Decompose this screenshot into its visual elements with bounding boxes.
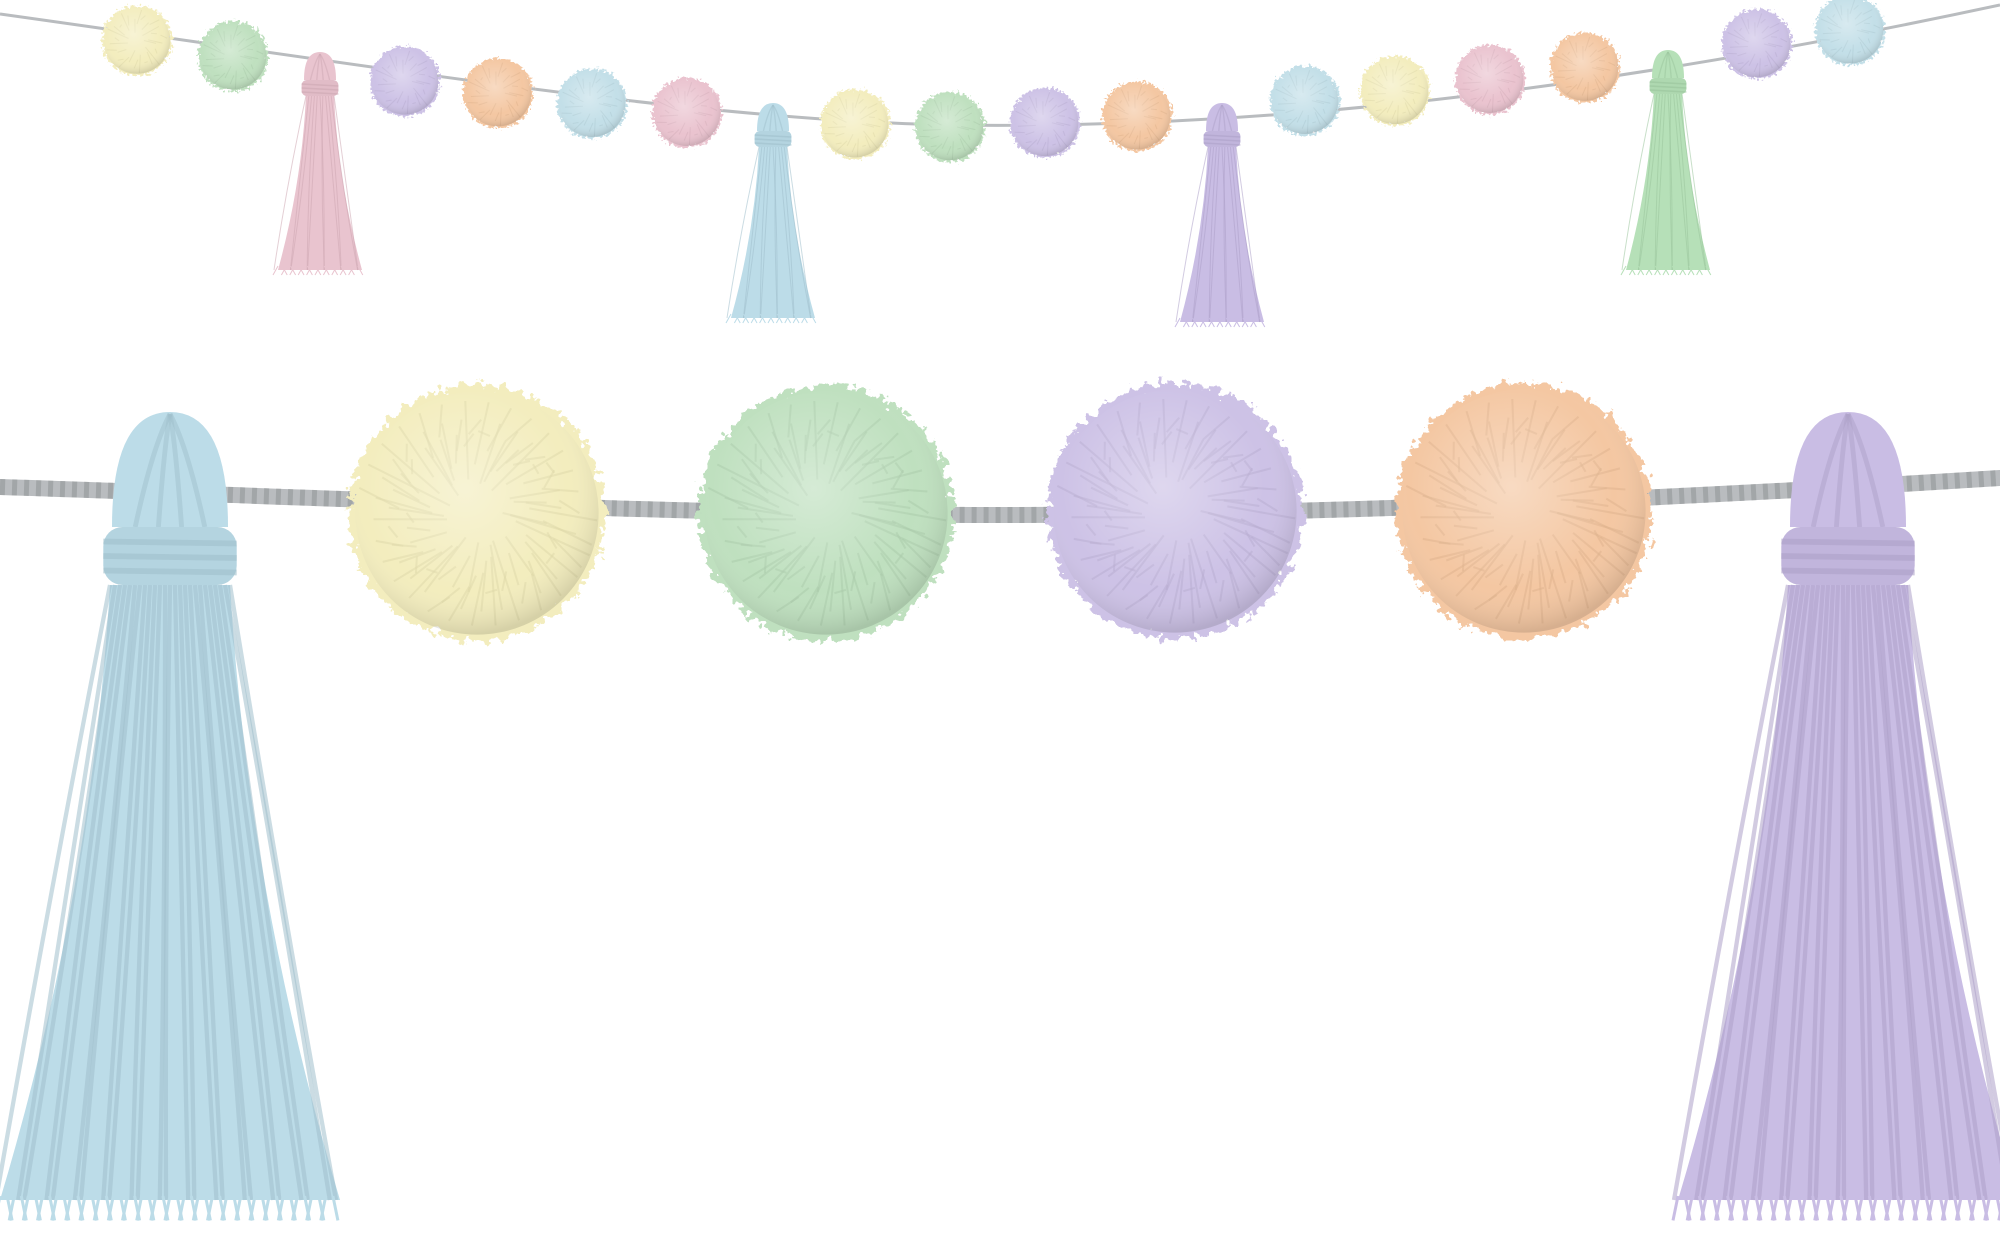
- pompom: [1047, 383, 1303, 639]
- pompom: [1815, 0, 1885, 66]
- pompom: [1550, 32, 1620, 103]
- small-cord: [0, 3, 2000, 127]
- pompom: [1270, 65, 1340, 136]
- tassel: [272, 52, 364, 276]
- large-cord-twist: [0, 470, 2000, 524]
- pompom: [557, 68, 627, 139]
- pompom: [820, 89, 890, 160]
- pompom: [1722, 8, 1792, 79]
- pompom: [198, 21, 268, 92]
- pompom: [1102, 81, 1172, 152]
- small-garland: [0, 0, 2000, 328]
- pompom: [102, 5, 172, 76]
- pompom: [1455, 44, 1525, 115]
- tassel: [1174, 103, 1266, 328]
- tassel: [1620, 50, 1712, 276]
- pompom: [915, 92, 985, 162]
- pompom: [698, 385, 954, 641]
- pompom: [349, 385, 605, 641]
- tassel: [0, 412, 340, 1221]
- pompom: [1396, 383, 1652, 639]
- pompom: [1360, 55, 1430, 126]
- pompom: [463, 58, 533, 129]
- pompom: [370, 46, 440, 117]
- tassel: [725, 103, 817, 324]
- tassel: [1671, 412, 2000, 1221]
- pompom: [1010, 87, 1080, 158]
- large-garland: [0, 383, 2000, 1221]
- pompom: [652, 77, 722, 148]
